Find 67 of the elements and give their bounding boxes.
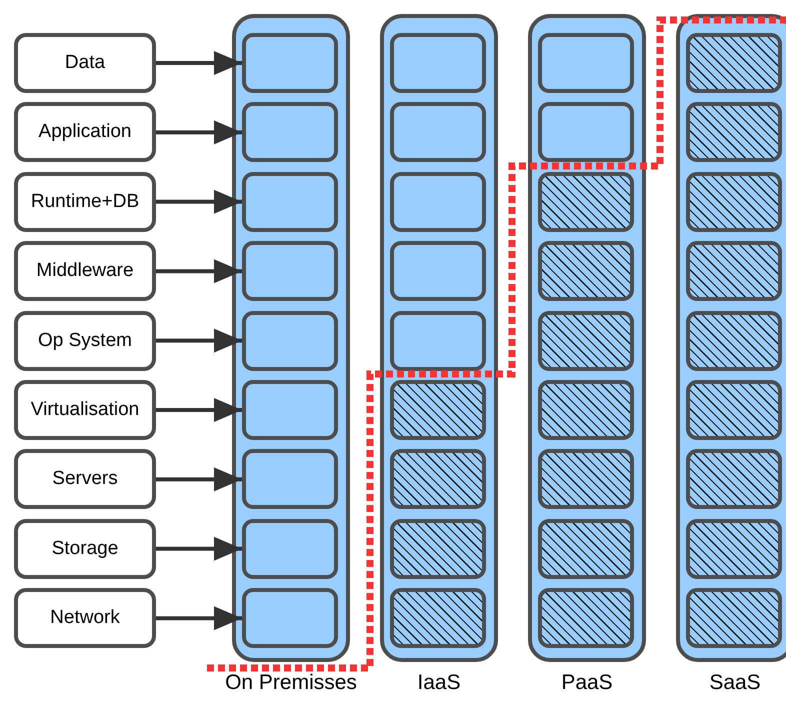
column-label: IaaS <box>417 671 461 695</box>
layer-box <box>14 588 156 648</box>
hatched-slot <box>538 518 634 579</box>
layer-box <box>14 518 156 579</box>
layer-label: Data <box>64 52 106 74</box>
plain-slot <box>390 310 486 371</box>
arrow <box>156 536 242 561</box>
arrow <box>156 328 242 353</box>
layer-label: Storage <box>52 538 118 560</box>
layer-label: Application <box>38 121 132 144</box>
hatched-slot <box>390 588 486 648</box>
arrow <box>156 606 242 630</box>
layer-label: Runtime+DB <box>30 190 140 213</box>
plain-slot <box>242 33 338 93</box>
plain-slot <box>390 102 486 162</box>
arrow <box>156 120 242 144</box>
column-label: SaaS <box>709 671 761 695</box>
layer-label: Servers <box>52 468 118 490</box>
plain-slot <box>242 518 338 579</box>
plain-slot <box>390 172 486 232</box>
layer-box <box>14 310 156 371</box>
arrow <box>156 190 242 214</box>
hatched-slot <box>390 518 486 579</box>
layer-label: Middleware <box>36 260 134 282</box>
plain-slot <box>242 241 338 302</box>
hatched-slot <box>538 172 634 232</box>
arrow <box>156 467 242 492</box>
column-label: PaaS <box>561 671 613 695</box>
hatched-slot <box>390 449 486 510</box>
hatched-slot <box>686 449 782 510</box>
layer-box <box>14 380 156 440</box>
layer-label: Virtualisation <box>30 399 140 421</box>
layer-box <box>14 102 156 162</box>
hatched-slot <box>538 241 634 302</box>
plain-slot <box>242 588 338 648</box>
layer-box <box>14 172 156 232</box>
arrow <box>156 398 242 422</box>
plain-slot <box>390 241 486 302</box>
column-label: On Premisses <box>225 671 357 695</box>
plain-slot <box>242 172 338 232</box>
plain-slot <box>538 33 634 93</box>
hatched-slot <box>686 241 782 302</box>
layer-label: Op System <box>38 330 132 352</box>
arrow <box>156 51 242 75</box>
hatched-slot <box>686 588 782 648</box>
hatched-slot <box>686 172 782 232</box>
hatched-slot <box>686 102 782 162</box>
layer-box <box>14 33 156 93</box>
hatched-slot <box>538 449 634 510</box>
hatched-slot <box>538 380 634 440</box>
hatched-slot <box>686 518 782 579</box>
hatched-slot <box>538 588 634 648</box>
plain-slot <box>242 449 338 510</box>
arrow <box>156 259 242 284</box>
plain-slot <box>390 33 486 93</box>
plain-slot <box>538 102 634 162</box>
hatched-slot <box>686 310 782 371</box>
layer-box <box>14 449 156 510</box>
plain-slot <box>242 102 338 162</box>
layer-label: Network <box>50 607 120 630</box>
hatched-slot <box>390 380 486 440</box>
hatched-slot <box>686 380 782 440</box>
hatched-slot <box>686 33 782 93</box>
hatched-slot <box>538 310 634 371</box>
plain-slot <box>242 380 338 440</box>
plain-slot <box>242 310 338 371</box>
layer-box <box>14 241 156 302</box>
